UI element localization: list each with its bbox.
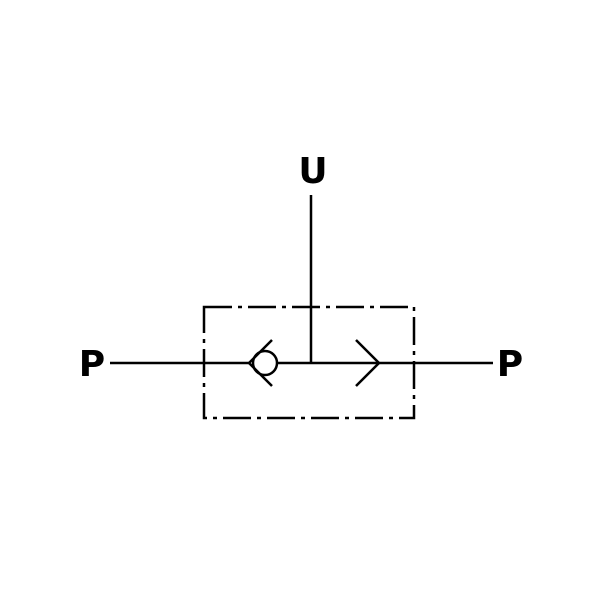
check-ball xyxy=(251,349,279,377)
port-label-left: P xyxy=(79,344,105,385)
check-seat-right xyxy=(355,339,381,387)
port-label-right: P xyxy=(497,344,523,385)
port-label-top: U xyxy=(298,151,327,192)
check-seat-left xyxy=(247,339,273,387)
